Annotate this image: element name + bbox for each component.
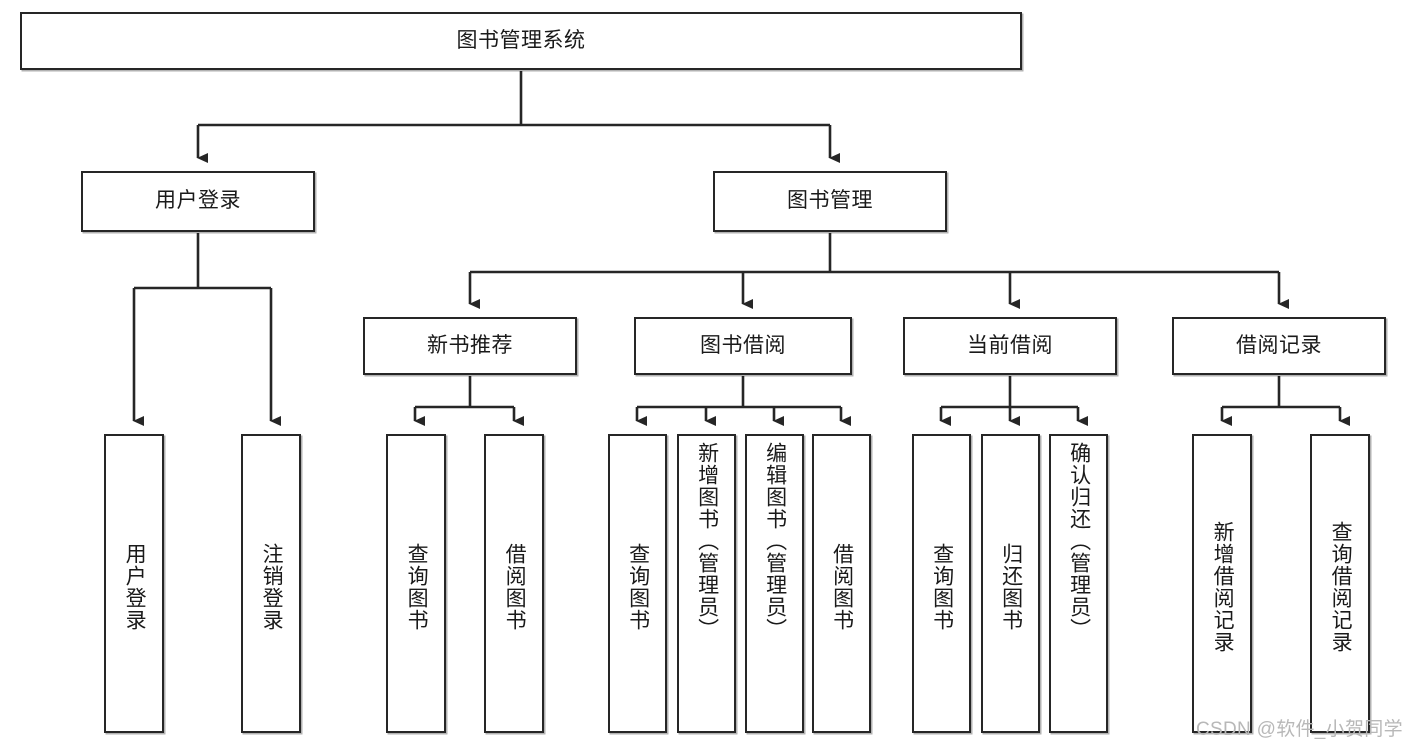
connector-userlogin-to-leaves bbox=[132, 233, 281, 426]
node-leaf-return-book[interactable]: 归还图书 bbox=[981, 434, 1040, 733]
node-leaf-query-record[interactable]: 查询借阅记录 bbox=[1310, 434, 1370, 733]
node-leaf-add-record-label: 新增借阅记录 bbox=[1211, 520, 1235, 653]
node-leaf-add-book-label: 新增图书（管理员） bbox=[695, 442, 719, 640]
node-leaf-borrow-book-new[interactable]: 借阅图书 bbox=[484, 434, 544, 733]
node-leaf-logout[interactable]: 注销登录 bbox=[241, 434, 301, 733]
node-leaf-borrow-book-borrow-label: 借阅图书 bbox=[830, 542, 854, 631]
node-leaf-return-book-label: 归还图书 bbox=[999, 542, 1023, 631]
connector-bookborrow-to-leaves bbox=[635, 376, 851, 426]
node-leaf-borrow-book-new-label: 借阅图书 bbox=[503, 542, 527, 631]
csdn-watermark: CSDN @软件_小贺同学 bbox=[1196, 719, 1403, 740]
connector-root-to-level2 bbox=[196, 71, 840, 163]
connector-bookmanage-to-level3 bbox=[468, 233, 1289, 309]
node-book-borrow-label: 图书借阅 bbox=[700, 333, 786, 357]
node-leaf-user-login[interactable]: 用户登录 bbox=[104, 434, 164, 733]
node-current-borrow-label: 当前借阅 bbox=[967, 333, 1053, 357]
node-user-login[interactable]: 用户登录 bbox=[81, 171, 315, 232]
node-borrow-record[interactable]: 借阅记录 bbox=[1172, 317, 1386, 375]
node-leaf-add-book[interactable]: 新增图书（管理员） bbox=[677, 434, 736, 733]
node-leaf-query-book-borrow[interactable]: 查询图书 bbox=[608, 434, 667, 733]
node-leaf-query-book-current-label: 查询图书 bbox=[930, 542, 954, 631]
node-root-label: 图书管理系统 bbox=[456, 28, 586, 52]
node-leaf-confirm-return-label: 确认归还（管理员） bbox=[1067, 442, 1091, 640]
node-leaf-query-book-borrow-label: 查询图书 bbox=[626, 542, 650, 631]
node-leaf-borrow-book-borrow[interactable]: 借阅图书 bbox=[812, 434, 871, 733]
node-leaf-query-book-current[interactable]: 查询图书 bbox=[912, 434, 971, 733]
node-leaf-edit-book[interactable]: 编辑图书（管理员） bbox=[745, 434, 804, 733]
node-user-login-label: 用户登录 bbox=[155, 189, 241, 213]
node-current-borrow[interactable]: 当前借阅 bbox=[903, 317, 1117, 375]
node-book-borrow[interactable]: 图书借阅 bbox=[634, 317, 852, 375]
node-borrow-record-label: 借阅记录 bbox=[1236, 333, 1322, 357]
node-leaf-add-record[interactable]: 新增借阅记录 bbox=[1192, 434, 1252, 733]
connector-newbook-to-leaves bbox=[413, 376, 524, 426]
node-leaf-query-book-new-label: 查询图书 bbox=[405, 542, 429, 631]
node-new-book-rec[interactable]: 新书推荐 bbox=[363, 317, 577, 375]
node-leaf-logout-label: 注销登录 bbox=[260, 542, 284, 631]
node-book-manage[interactable]: 图书管理 bbox=[713, 171, 947, 232]
node-leaf-query-record-label: 查询借阅记录 bbox=[1329, 520, 1353, 653]
node-leaf-user-login-label: 用户登录 bbox=[123, 542, 147, 631]
node-root[interactable]: 图书管理系统 bbox=[20, 12, 1022, 70]
node-leaf-confirm-return[interactable]: 确认归还（管理员） bbox=[1049, 434, 1108, 733]
node-book-manage-label: 图书管理 bbox=[787, 189, 873, 213]
connector-currentborrow-to-leaves bbox=[939, 376, 1088, 426]
connector-borrowrecord-to-leaves bbox=[1220, 376, 1350, 426]
node-leaf-edit-book-label: 编辑图书（管理员） bbox=[763, 442, 787, 640]
node-leaf-query-book-new[interactable]: 查询图书 bbox=[386, 434, 446, 733]
node-new-book-rec-label: 新书推荐 bbox=[427, 333, 513, 357]
